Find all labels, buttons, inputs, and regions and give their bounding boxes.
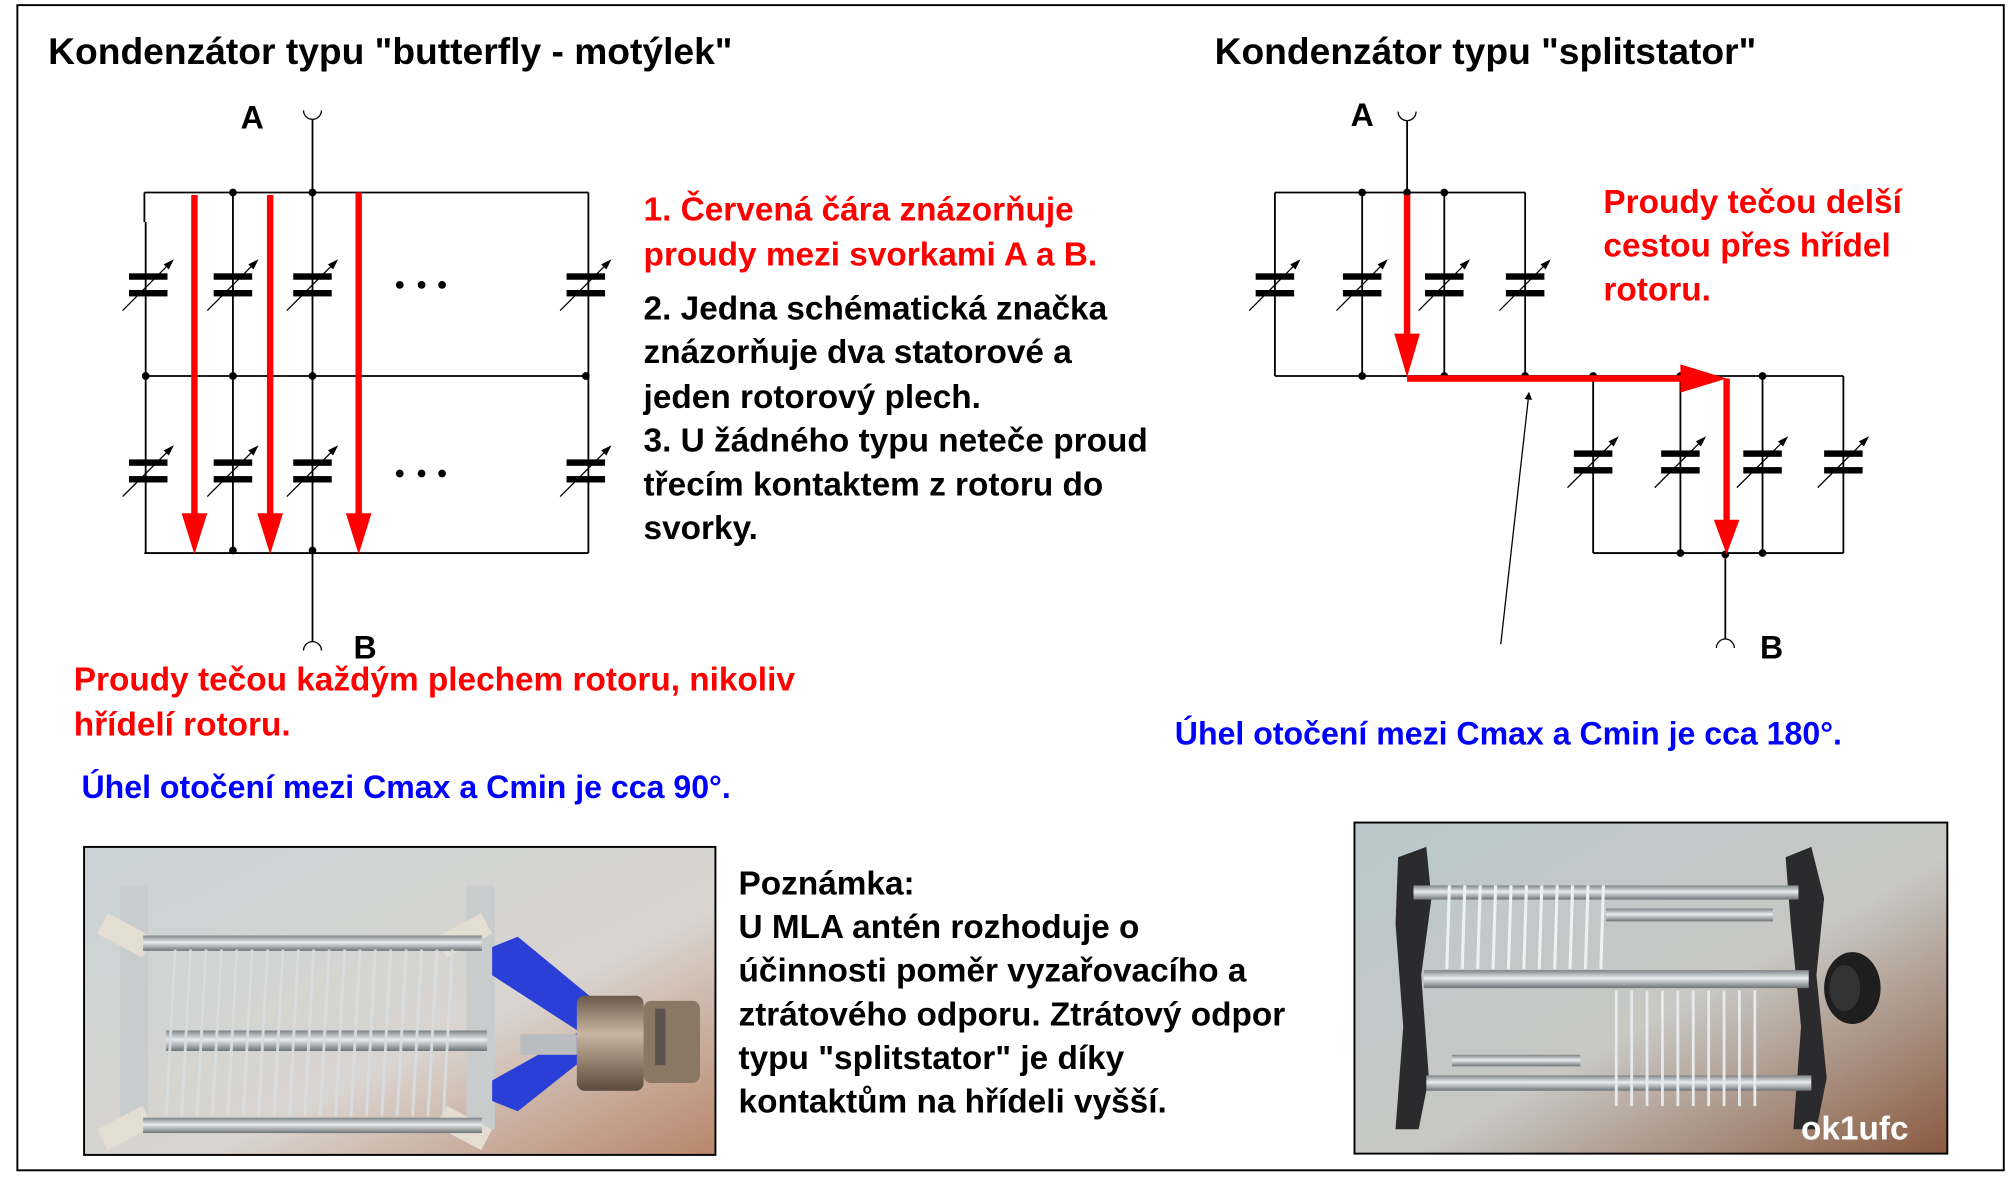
current-flow-arrow: [1407, 364, 1727, 393]
splitstator-terminal-a-label: A: [1351, 97, 1374, 133]
note-line: 1. Červená čára znázorňuje: [644, 190, 1074, 229]
current-flow-arrow: [345, 192, 372, 555]
remark-line: typu "splitstator" je díky: [739, 1040, 1125, 1077]
remark-line: kontaktům na hřídeli vyšší.: [739, 1084, 1167, 1121]
butterfly-angle-note: Úhel otočení mezi Cmax a Cmin je cca 90°…: [82, 769, 731, 805]
butterfly-current-note-line: hřídelí rotoru.: [74, 706, 291, 743]
butterfly-terminal-a-label: A: [241, 99, 264, 135]
splitstator-title: Kondenzátor typu "splitstator": [1215, 30, 1757, 72]
note-line: jeden rotorový plech.: [643, 379, 981, 416]
butterfly-title: Kondenzátor typu "butterfly - motýlek": [48, 30, 732, 72]
note-line: třecím kontaktem z rotoru do: [644, 466, 1104, 503]
note-line: svorky.: [644, 510, 758, 547]
remark-line: účinnosti poměr vyzařovacího a: [739, 953, 1247, 990]
splitstator-terminal-b-label: B: [1760, 629, 1783, 665]
current-flow-arrow: [1394, 195, 1420, 378]
shaft-pointer-arrow: [1500, 391, 1533, 645]
photo-watermark: ok1ufc: [1801, 1111, 1909, 1148]
note-line: 3. U žádného typu neteče proud: [644, 423, 1148, 460]
butterfly-terminal-b-label: B: [354, 629, 377, 665]
note-line: proudy mezi svorkami A a B.: [644, 237, 1098, 274]
remark-line: U MLA antén rozhoduje o: [739, 909, 1140, 946]
ellipsis-icon: [395, 469, 446, 478]
splitstator-current-note-line: Proudy tečou delší: [1603, 184, 1903, 221]
current-flow-arrow: [257, 195, 283, 555]
splitstator-angle-note: Úhel otočení mezi Cmax a Cmin je cca 180…: [1175, 715, 1842, 751]
terminal-b-connector-icon: [302, 640, 323, 651]
butterfly-current-note-line: Proudy tečou každým plechem rotoru, niko…: [74, 661, 796, 698]
splitstator-current-note-line: rotoru.: [1603, 271, 1710, 308]
splitstator-schematic: [1248, 111, 1870, 649]
note-line: znázorňuje dva statorové a: [644, 334, 1073, 371]
current-flow-arrow: [1713, 378, 1740, 555]
butterfly-schematic: [121, 110, 613, 651]
butterfly-capacitor-photo: [83, 845, 717, 1156]
remark-block: Poznámka: U MLA antén rozhoduje o účinno…: [739, 865, 1286, 1120]
current-flow-arrow: [181, 195, 208, 555]
remark-heading: Poznámka:: [739, 865, 915, 902]
remark-line: ztrátového odporu. Ztrátový odpor: [739, 996, 1286, 1033]
splitstator-current-note-line: cestou přes hřídel: [1603, 228, 1890, 265]
butterfly-notes: 1. Červená čára znázorňuje proudy mezi s…: [643, 190, 1148, 547]
terminal-b-connector-icon: [1715, 638, 1735, 649]
splitstator-capacitor-photo: ok1ufc: [1353, 821, 1949, 1155]
note-line: 2. Jedna schématická značka: [644, 291, 1108, 328]
ellipsis-icon: [395, 281, 446, 289]
